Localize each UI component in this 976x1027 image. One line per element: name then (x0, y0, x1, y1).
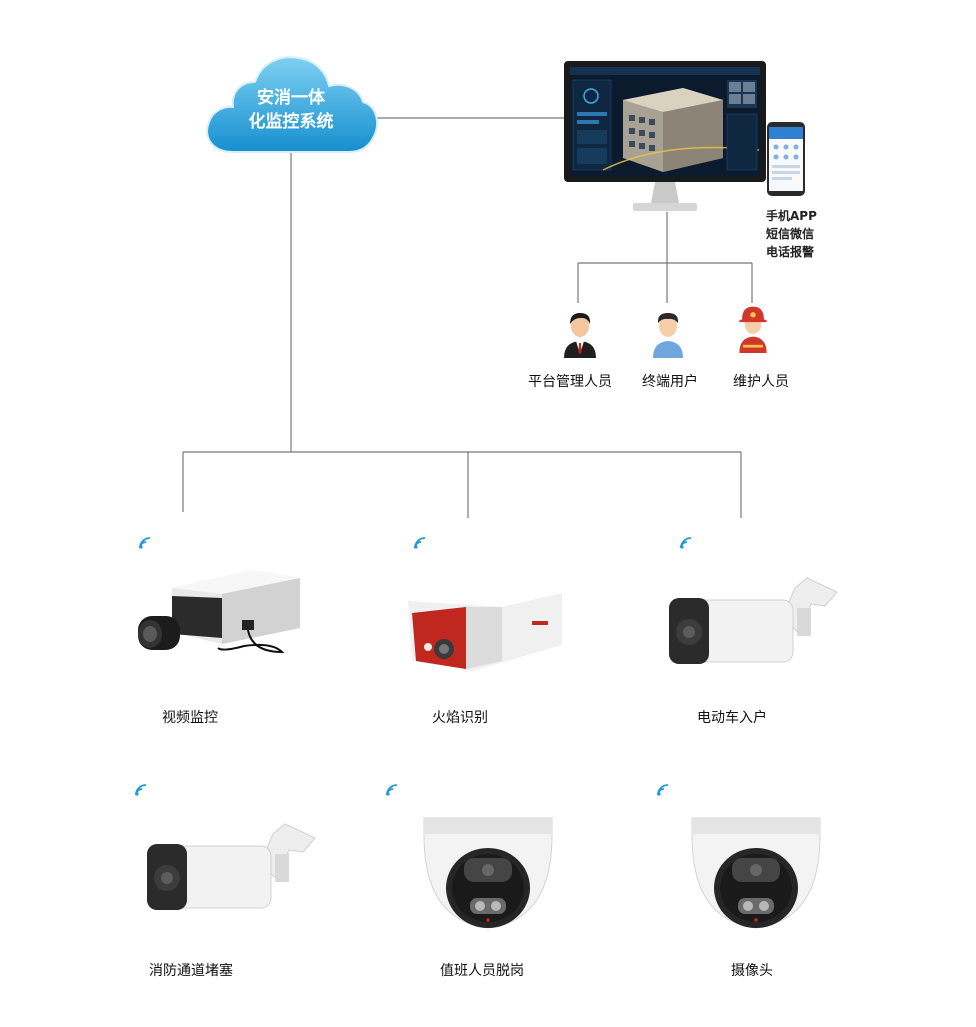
wifi-signal-icon (139, 537, 151, 549)
alert-channel-list: 手机APP 短信微信 电话报警 (766, 207, 817, 261)
wifi-signal-icon (135, 784, 147, 796)
device-label-camera: 摄像头 (731, 963, 773, 979)
alert-channel-sms: 短信微信 (766, 227, 815, 241)
monitor-icon (564, 61, 766, 211)
wifi-signal-icon (657, 784, 669, 796)
dome-camera-icon (691, 817, 821, 929)
device-label-video: 视频监控 (162, 710, 218, 726)
person-label-end-user: 终端用户 (642, 374, 698, 390)
device-label-flame: 火焰识别 (432, 710, 488, 726)
wifi-signal-icon (386, 784, 398, 796)
cloud-label-line1: 安消一体 (257, 88, 325, 108)
device-label-ebike: 电动车入户 (697, 710, 767, 726)
wifi-signal-icon (414, 537, 426, 549)
bullet-camera-icon (147, 823, 316, 910)
alert-channel-app: 手机APP (766, 209, 817, 223)
device-label-fire-lane: 消防通道堵塞 (149, 963, 233, 979)
manager-avatar-icon (564, 313, 596, 358)
wifi-signal-icon (680, 537, 692, 549)
device-label-duty-absence: 值班人员脱岗 (440, 963, 524, 979)
cloud-icon (206, 56, 379, 153)
person-label-maintenance: 维护人员 (733, 374, 789, 390)
box-camera-icon (138, 570, 300, 654)
user-avatar-icon (653, 313, 683, 358)
bullet-camera-icon (669, 577, 838, 664)
dome-camera-icon (423, 817, 553, 929)
flame-detector-camera-icon (408, 587, 562, 671)
cloud-label-line2: 化监控系统 (248, 112, 334, 132)
person-label-manager: 平台管理人员 (528, 374, 612, 390)
alert-channel-phone: 电话报警 (766, 245, 815, 259)
firefighter-avatar-icon (739, 306, 767, 353)
smartphone-icon (767, 122, 805, 196)
cloud-label: 安消一体 化监控系统 (203, 86, 379, 134)
